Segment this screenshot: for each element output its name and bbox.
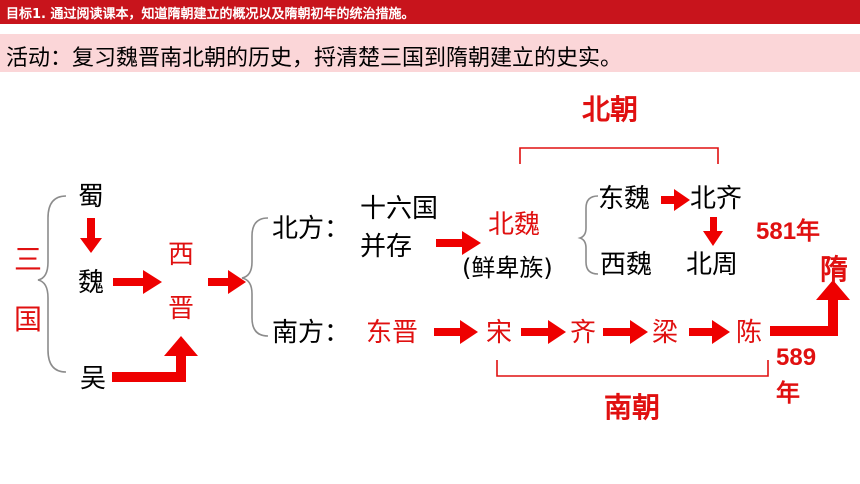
eastern-wei-label: 东魏 [598,184,651,214]
goal-banner: 目标1. 通过阅读课本，知道隋朝建立的概况以及隋朝初年的统治措施。 [0,0,860,24]
chen-label: 陈 [736,318,763,348]
northern-zhou-label: 北周 [686,250,739,280]
liang-label: 梁 [652,318,679,348]
wei-label: 魏 [78,268,105,298]
shu-to-wei-arrow [80,218,102,253]
sixteen-kingdoms-line-1: 十六国 [360,194,439,224]
sixteen-kingdoms-line-2: 并存 [360,232,413,262]
western-jin-to-divide-arrow [208,270,246,294]
southern-dynasties-label: 南朝 [604,392,661,423]
year-581-label: 581年 [756,218,821,245]
northern-dynasties-label: 北朝 [582,94,639,125]
qi-label: 齐 [570,318,597,348]
north-south-brace [241,217,269,337]
northern-qi-label: 北齐 [690,184,743,214]
eastern-wei-to-northern-qi-arrow [661,189,690,211]
north-label: 北方： [272,214,351,244]
western-jin-char-1: 西 [168,240,195,270]
eastern-jin-to-song-arrow [434,320,478,344]
three-kingdoms-label-2: 国 [14,303,43,336]
northern-wei-label: 北魏 [488,210,541,240]
activity-text: 活动：复习魏晋南北朝的历史，捋清楚三国到隋朝建立的史实。 [6,46,623,71]
qi-to-liang-arrow [603,320,648,344]
year-589-line-2: 年 [776,380,800,407]
northern-dynasties-bracket [519,147,719,164]
liang-to-chen-arrow [689,320,730,344]
year-589-line-1: 589 [776,344,817,371]
south-label: 南方： [272,318,351,348]
three-kingdoms-brace [37,195,67,373]
shu-label: 蜀 [78,182,105,212]
southern-dynasties-bracket [496,360,769,377]
goal-text: 目标1. 通过阅读课本，知道隋朝建立的概况以及隋朝初年的统治措施。 [6,7,415,22]
song-label: 宋 [486,318,513,348]
wu-to-western-jin-arrow [112,336,198,382]
western-jin-char-2: 晋 [168,294,195,324]
wei-to-western-jin-arrow [113,270,162,294]
western-wei-label: 西魏 [600,250,653,280]
wu-label: 吴 [80,364,107,394]
northern-qi-to-northern-zhou-arrow [703,217,723,246]
sui-dynasty-label: 隋 [820,254,849,285]
eastern-jin-label: 东晋 [366,318,419,348]
northern-wei-split-brace [577,195,599,275]
activity-banner: 活动：复习魏晋南北朝的历史，捋清楚三国到隋朝建立的史实。 [0,34,860,72]
song-to-qi-arrow [521,320,566,344]
xianbei-label: (鲜卑族) [462,254,553,282]
three-kingdoms-label-1: 三 [14,243,43,276]
chen-to-sui-arrow [770,280,850,336]
sixteen-kingdoms-to-northern-wei-arrow [436,231,481,255]
